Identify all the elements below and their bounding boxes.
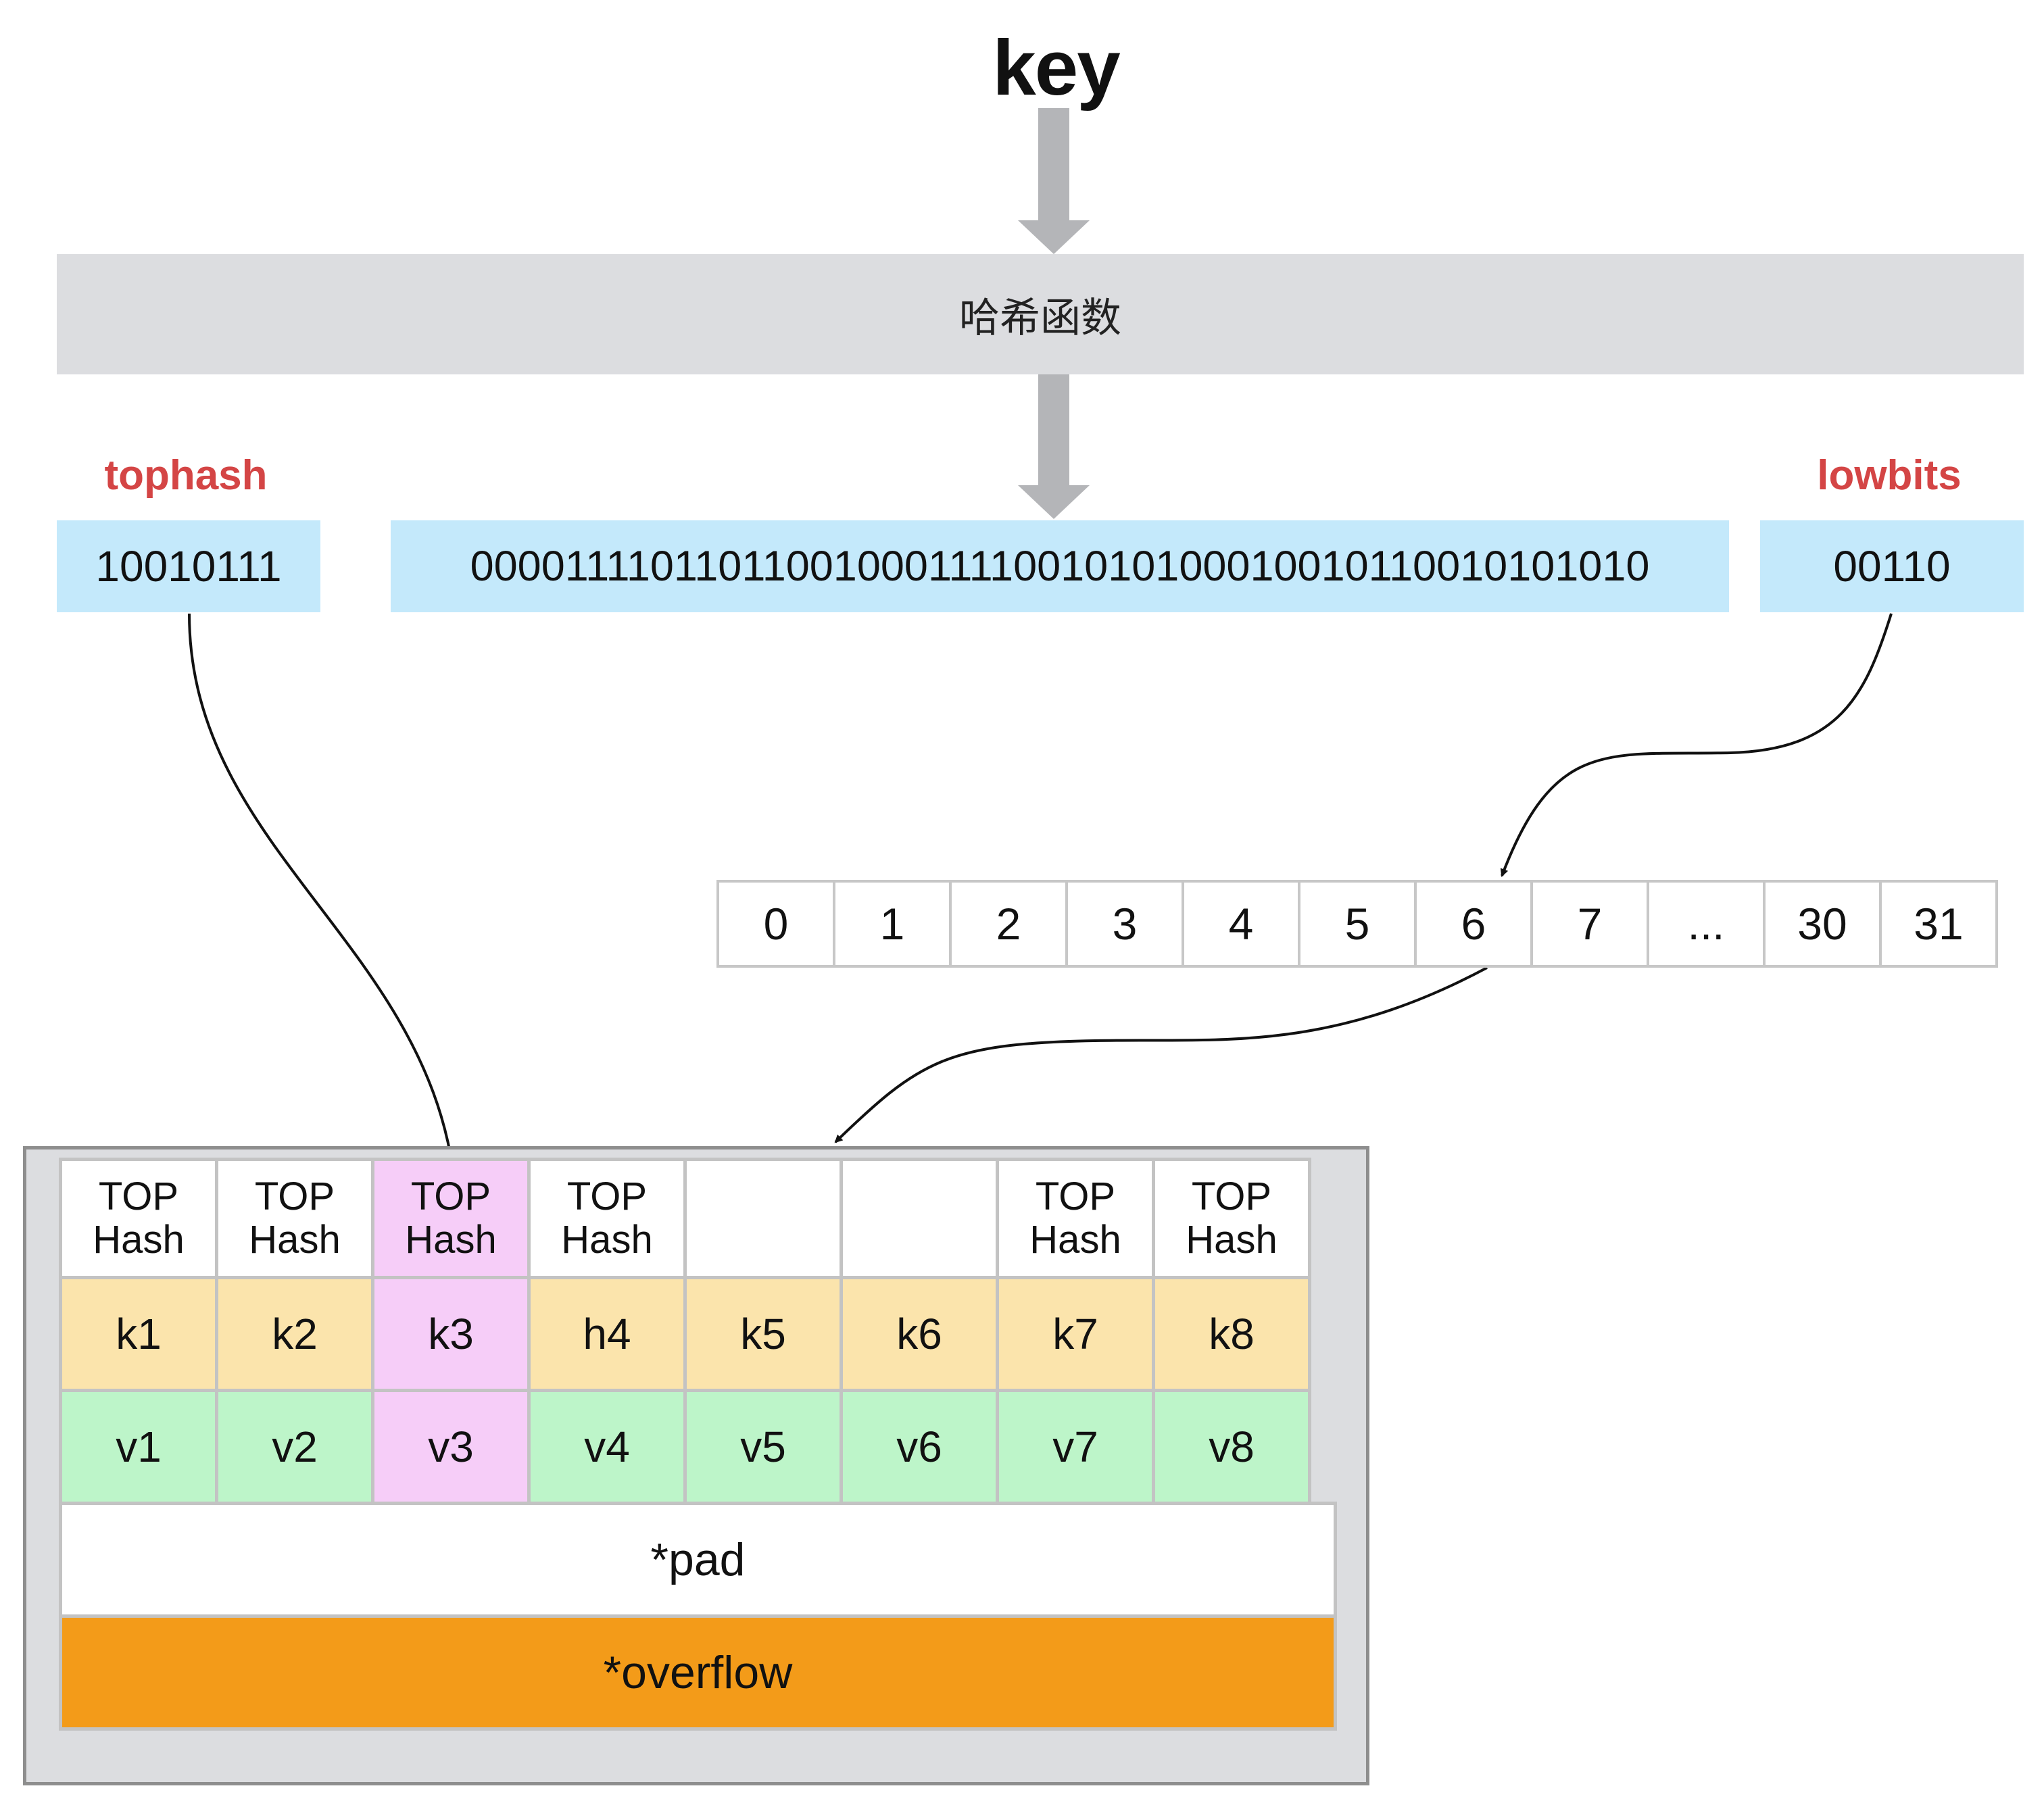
hash-function-bar: 哈希函数 — [57, 254, 2024, 374]
value-cell: v4 — [527, 1389, 687, 1505]
values-row: v1 v2 v3 v4 v5 v6 v7 v8 — [59, 1389, 1311, 1505]
bucket-index-cell: 3 — [1065, 880, 1184, 968]
value-cell: v1 — [59, 1389, 218, 1505]
key-cell: h4 — [527, 1276, 687, 1392]
overflow-pointer: *overflow — [59, 1614, 1337, 1731]
bucket-index-cell: 30 — [1763, 880, 1882, 968]
key-cell: k6 — [840, 1276, 999, 1392]
value-cell: v5 — [683, 1389, 843, 1505]
bucket-index-cell: 2 — [949, 880, 1068, 968]
value-cell: v2 — [215, 1389, 374, 1505]
tophash-label: tophash — [104, 451, 268, 499]
value-cell: v6 — [840, 1389, 999, 1505]
bucket-index-cell: 7 — [1530, 880, 1649, 968]
key-cell-highlighted: k3 — [371, 1276, 531, 1392]
key-cell: k8 — [1152, 1276, 1311, 1392]
bucket-index-cell: 4 — [1182, 880, 1300, 968]
bucket-index-cell: 1 — [833, 880, 952, 968]
gray-arrow-hash-to-bits — [1018, 374, 1090, 519]
lowbits-bits: 00110 — [1760, 520, 2024, 612]
value-cell-highlighted: v3 — [371, 1389, 531, 1505]
value-cell: v8 — [1152, 1389, 1311, 1505]
bucket-index-cell: 5 — [1298, 880, 1417, 968]
bucket-index-cell: ... — [1647, 880, 1766, 968]
bucket-index-cell: 0 — [716, 880, 835, 968]
key-title: key — [992, 24, 1121, 112]
middle-bits: 0000111101101100100011110010101000100101… — [391, 520, 1729, 612]
key-cell: k7 — [996, 1276, 1155, 1392]
key-cell: k5 — [683, 1276, 843, 1392]
tophash-cell-empty — [840, 1158, 999, 1279]
pad-field: *pad — [59, 1502, 1337, 1618]
key-cell: k2 — [215, 1276, 374, 1392]
bucket-index-cell: 31 — [1879, 880, 1998, 968]
lowbits-to-index-arrow — [1500, 613, 1893, 877]
index-to-bucket-arrow — [834, 966, 1488, 1143]
bucket-index-array: 0 1 2 3 4 5 6 7 ... 30 31 — [716, 880, 1998, 968]
keys-row: k1 k2 k3 h4 k5 k6 k7 k8 — [59, 1276, 1311, 1392]
bucket-index-cell-selected: 6 — [1414, 880, 1533, 968]
gray-arrow-key-to-hash — [1018, 108, 1090, 254]
value-cell: v7 — [996, 1389, 1155, 1505]
key-cell: k1 — [59, 1276, 218, 1392]
tophash-bits: 10010111 — [57, 520, 320, 612]
lowbits-label: lowbits — [1817, 451, 1962, 499]
tophash-to-bucket-arrow — [188, 613, 456, 1170]
tophash-cell-empty — [683, 1158, 843, 1279]
